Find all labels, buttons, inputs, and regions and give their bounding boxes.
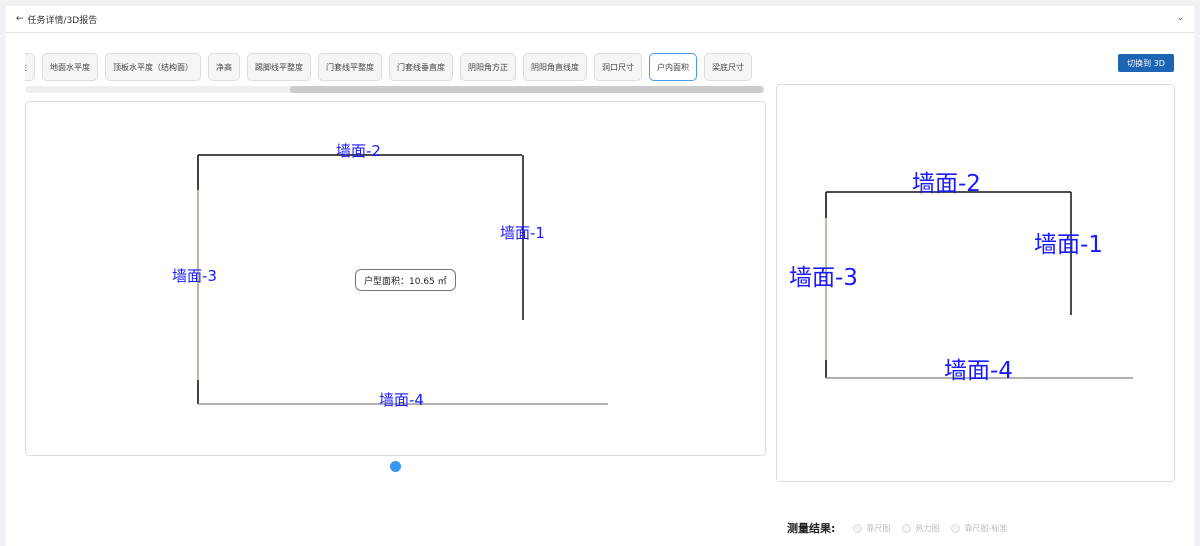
tab-item[interactable]: 门套线垂直度 xyxy=(389,53,453,81)
area-label: 户型面积：10.65 ㎡ xyxy=(355,269,456,291)
tab-item-active[interactable]: 户内面积 xyxy=(649,53,697,81)
page-header: ← 任务详情/3D报告 ⌄ xyxy=(6,6,1194,33)
wall-label: 墙面-4 xyxy=(379,391,424,409)
tab-item[interactable]: 梁底尺寸 xyxy=(704,53,752,81)
scrollbar-thumb[interactable] xyxy=(290,86,763,93)
tab-item[interactable]: 洞口尺寸 xyxy=(594,53,642,81)
tab-item[interactable]: 阴阳角直线度 xyxy=(523,53,587,81)
wall-label: 墙面-1 xyxy=(500,224,545,242)
tab-item[interactable]: 顶板水平度（结构面） xyxy=(105,53,201,81)
arrow-left-icon[interactable]: ← xyxy=(16,14,24,24)
radio-label[interactable]: 热力图 xyxy=(915,523,940,533)
tab-item[interactable]: 净高 xyxy=(208,53,240,81)
tab-item[interactable]: 阴阳角方正 xyxy=(460,53,516,81)
radio-button[interactable] xyxy=(902,523,912,533)
wall-label: 墙面-4 xyxy=(944,358,1013,384)
tab-item[interactable]: 门套线平整度 xyxy=(318,53,382,81)
tab-item[interactable]: 地面水平度 xyxy=(42,53,98,81)
floor-plan-preview-panel xyxy=(776,84,1175,482)
radio-button[interactable] xyxy=(853,523,863,533)
tab-bar: 性 地面水平度 顶板水平度（结构面） 净高 踢脚线平整度 门套线平整度 门套线垂… xyxy=(25,53,765,82)
tab-item[interactable]: 性 xyxy=(25,53,35,81)
wall-label: 墙面-2 xyxy=(336,142,381,160)
wall-label: 墙面-1 xyxy=(1034,232,1103,258)
wall-label: 墙面-3 xyxy=(789,265,858,291)
carousel-dot[interactable] xyxy=(390,461,401,472)
chevron-down-icon[interactable]: ⌄ xyxy=(1176,13,1184,23)
wall-label: 墙面-2 xyxy=(912,171,981,197)
radio-label[interactable]: 靠尺图-标准 xyxy=(964,523,1008,533)
switch-3d-button[interactable]: 切换到 3D xyxy=(1118,54,1174,72)
radio-button[interactable] xyxy=(951,523,961,533)
wall-label: 墙面-3 xyxy=(172,267,217,285)
breadcrumb: 任务详情/3D报告 xyxy=(27,15,98,26)
measurement-result: 测量结果: 靠尺图 热力图 靠尺图-标准 xyxy=(787,520,1007,536)
result-label: 测量结果: xyxy=(787,522,836,535)
tab-item[interactable]: 踢脚线平整度 xyxy=(247,53,311,81)
tab-scrollbar[interactable] xyxy=(25,86,765,93)
radio-label[interactable]: 靠尺图 xyxy=(866,523,891,533)
